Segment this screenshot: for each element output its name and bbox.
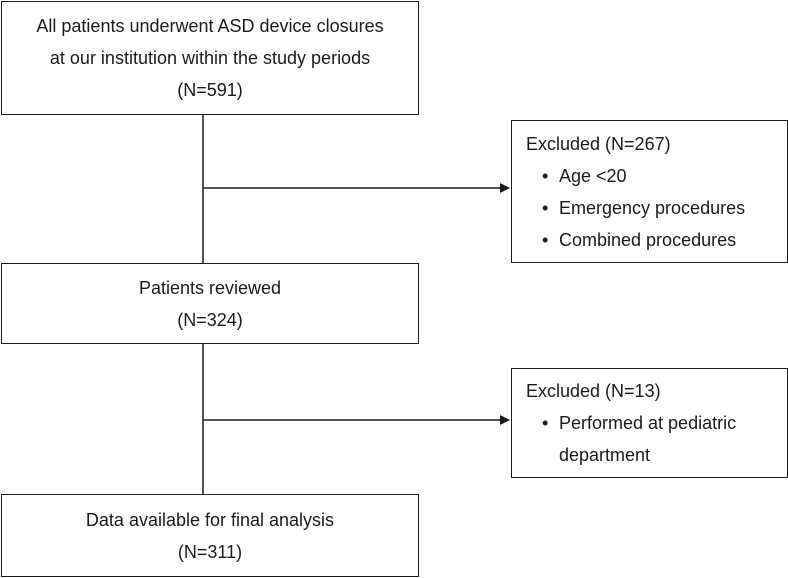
exclusion1-item-label: Emergency procedures: [559, 197, 746, 218]
step1-box: All patients underwent ASD device closur…: [1, 1, 419, 115]
step2-count: (N=324): [177, 309, 243, 330]
step2-line1: Patients reviewed: [138, 277, 282, 298]
exclusion2-item-label: Performed at pediatric: [559, 413, 737, 433]
step3-line1: Data available for final analysis: [85, 509, 335, 530]
step1-count: (N=591): [177, 80, 243, 100]
step1-line2: at our institution within the study peri…: [49, 48, 371, 68]
bullet-icon: •: [542, 229, 549, 250]
exclusion1-heading: Excluded (N=267): [526, 133, 671, 154]
exclusion1-item-label: Age <20: [559, 165, 627, 186]
exclusion2-item: • Performed at pediatric: [526, 407, 787, 439]
exclusion1-item: • Emergency procedures: [526, 192, 787, 224]
step3-box: Data available for final analysis (N=311…: [1, 494, 419, 577]
exclusion2-box: Excluded (N=13) •Performed at pediatric …: [511, 368, 788, 478]
step1-line1: All patients underwent ASD device closur…: [36, 16, 384, 36]
exclusion2-heading: Excluded (N=13): [526, 381, 661, 401]
exclusion1-item: • Age <20: [526, 160, 787, 192]
bullet-icon: •: [542, 197, 549, 218]
bullet-icon: •: [542, 413, 549, 433]
exclusion2-item-continuation: department: [559, 445, 651, 465]
exclusion1-item-label: Combined procedures: [559, 229, 737, 250]
exclusion1-box: Excluded (N=267) • Age <20 • Emergency pro…: [511, 120, 788, 263]
step2-box: Patients reviewed (N=324): [1, 263, 419, 344]
exclusion1-item: • Combined procedures: [526, 224, 787, 256]
step3-count: (N=311): [177, 541, 243, 562]
bullet-icon: •: [542, 165, 549, 186]
